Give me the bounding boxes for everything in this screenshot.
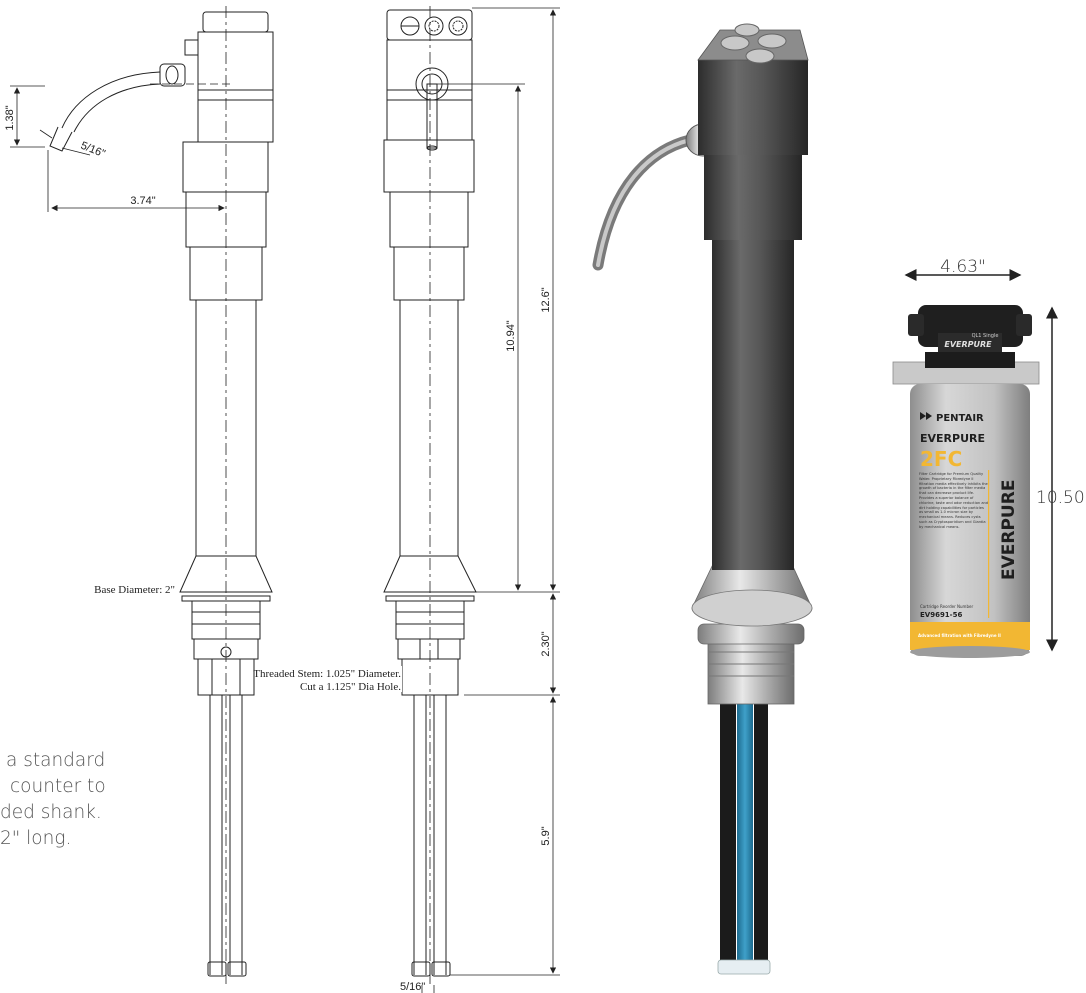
filter-head-small: QL1 Single [972, 333, 999, 339]
stem-length-label: 2.30" [540, 631, 552, 656]
side-logo: EVERPURE [999, 480, 1019, 580]
overall-height-label: 12.6" [540, 287, 552, 312]
tube-diameter-label: 5/16" [400, 981, 425, 993]
pentair-brand: PENTAIR [936, 413, 984, 424]
filter-height-label: 10.50" [1036, 488, 1086, 508]
filter-head-logo: EVERPURE [944, 340, 992, 349]
note-line-1: a standard [6, 750, 106, 771]
cartridge-number: EV9691-56 [920, 611, 962, 619]
spout-reach-label: 3.74" [130, 195, 155, 207]
stem-label-backdrop [272, 666, 402, 692]
front-view-dimensions [421, 7, 560, 993]
note-line-2: counter to [10, 776, 106, 797]
spout-tip-label: 5/16" [79, 140, 107, 161]
install-note: a standard counter to ded shank. 2" long… [0, 748, 200, 852]
faucet-render [592, 23, 813, 975]
filter-width-label: 4.63" [940, 257, 986, 277]
cartridge-label: Cartridge Reorder Number [920, 604, 973, 609]
base-diameter-label: Base Diameter: 2" [94, 584, 175, 596]
side-view-dimensions [10, 85, 225, 212]
stem-diameter-label: Threaded Stem: 1.025" Diameter. [253, 668, 401, 680]
spout-height-label: 10.94" [505, 320, 517, 352]
front-view-drawing [383, 6, 477, 985]
tube-length-label: 5.9" [540, 826, 552, 845]
product-model: 2FC [920, 447, 962, 471]
product-brand: EVERPURE [920, 432, 985, 445]
side-view-drawing [49, 6, 274, 985]
spout-drop-label: 1.38" [4, 105, 16, 130]
note-line-3: ded shank. [0, 802, 102, 823]
product-description: Filter Cartridge for Premium Quality Wat… [919, 472, 988, 529]
filter-product [892, 269, 1058, 658]
pentair-logo-icon [920, 412, 932, 420]
note-line-4: 2" long. [0, 828, 72, 849]
yellow-divider [988, 470, 990, 618]
stem-hole-label: Cut a 1.125" Dia Hole. [300, 681, 401, 693]
filter-footer: Advanced filtration with Fibredyne II [918, 633, 1001, 638]
